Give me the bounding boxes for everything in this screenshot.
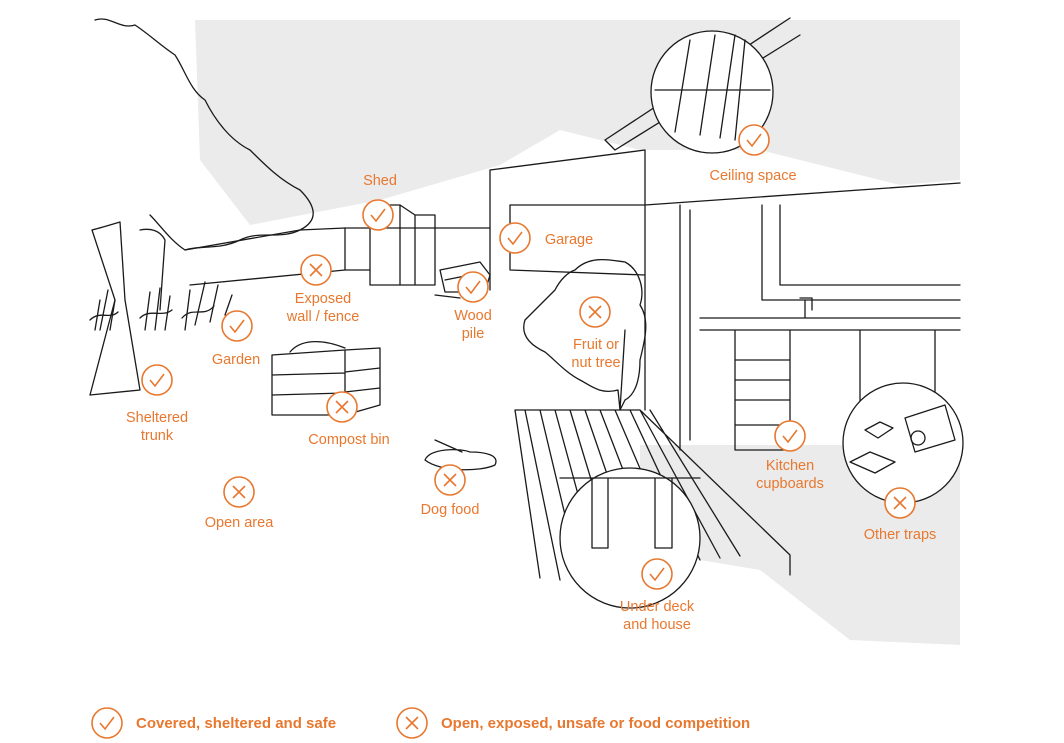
label-garden: Garden: [211, 352, 261, 368]
ceiling-beams: [654, 34, 771, 141]
deck-posts: [559, 477, 701, 549]
label-exposed-wall-fence: Exposed wall / fence: [286, 291, 360, 325]
check-circle-icon: [456, 270, 490, 309]
cross-circle-icon: [578, 295, 612, 334]
label-under-deck-and-house: Under deck and house: [619, 599, 695, 633]
legend-safe: Covered, sheltered and safe: [90, 706, 336, 740]
tree-canopy-outline: [94, 18, 314, 251]
legend-unsafe-label: Open, exposed, unsafe or food competitio…: [441, 714, 751, 732]
check-circle-icon: [773, 419, 807, 458]
label-wood-pile: Wood pile: [454, 308, 492, 342]
label-kitchen-cupboards: Kitchen cupboards: [756, 458, 824, 492]
check-circle-icon: [640, 557, 674, 596]
tree-trunk: [89, 221, 141, 396]
check-circle-icon: [498, 221, 532, 260]
label-sheltered-trunk: Sheltered trunk: [125, 410, 189, 444]
label-shed: Shed: [363, 173, 397, 189]
cross-circle-icon: [325, 390, 359, 429]
check-circle-icon: [737, 123, 771, 162]
tree-trunk-2: [139, 228, 166, 311]
cross-circle-icon: [396, 707, 428, 739]
label-open-area: Open area: [204, 515, 274, 531]
check-circle-icon: [140, 363, 174, 402]
label-other-traps: Other traps: [863, 527, 937, 543]
label-compost-bin: Compost bin: [308, 432, 390, 448]
trap-hole: [910, 430, 926, 446]
label-fruit-or-nut-tree: Fruit or nut tree: [571, 337, 621, 371]
under-deck-inset: [559, 467, 701, 609]
garage: [489, 149, 646, 411]
legend-unsafe: Open, exposed, unsafe or food competitio…: [395, 706, 750, 740]
legend-safe-label: Covered, sheltered and safe: [136, 714, 337, 732]
cross-circle-icon: [299, 253, 333, 292]
label-dog-food: Dog food: [420, 502, 480, 518]
label-garage: Garage: [544, 232, 594, 248]
garden-plants: [89, 281, 233, 331]
cross-circle-icon: [222, 475, 256, 514]
kitchen: [644, 182, 961, 451]
check-circle-icon: [220, 309, 254, 348]
check-circle-icon: [91, 707, 123, 739]
fruit-tree: [523, 258, 647, 411]
compost-bin-shape: [271, 341, 381, 416]
check-circle-icon: [361, 198, 395, 237]
label-ceiling-space: Ceiling space: [709, 168, 797, 184]
sky-shade: [195, 20, 960, 225]
cross-circle-icon: [433, 463, 467, 502]
cross-circle-icon: [883, 486, 917, 525]
shed: [369, 204, 436, 286]
